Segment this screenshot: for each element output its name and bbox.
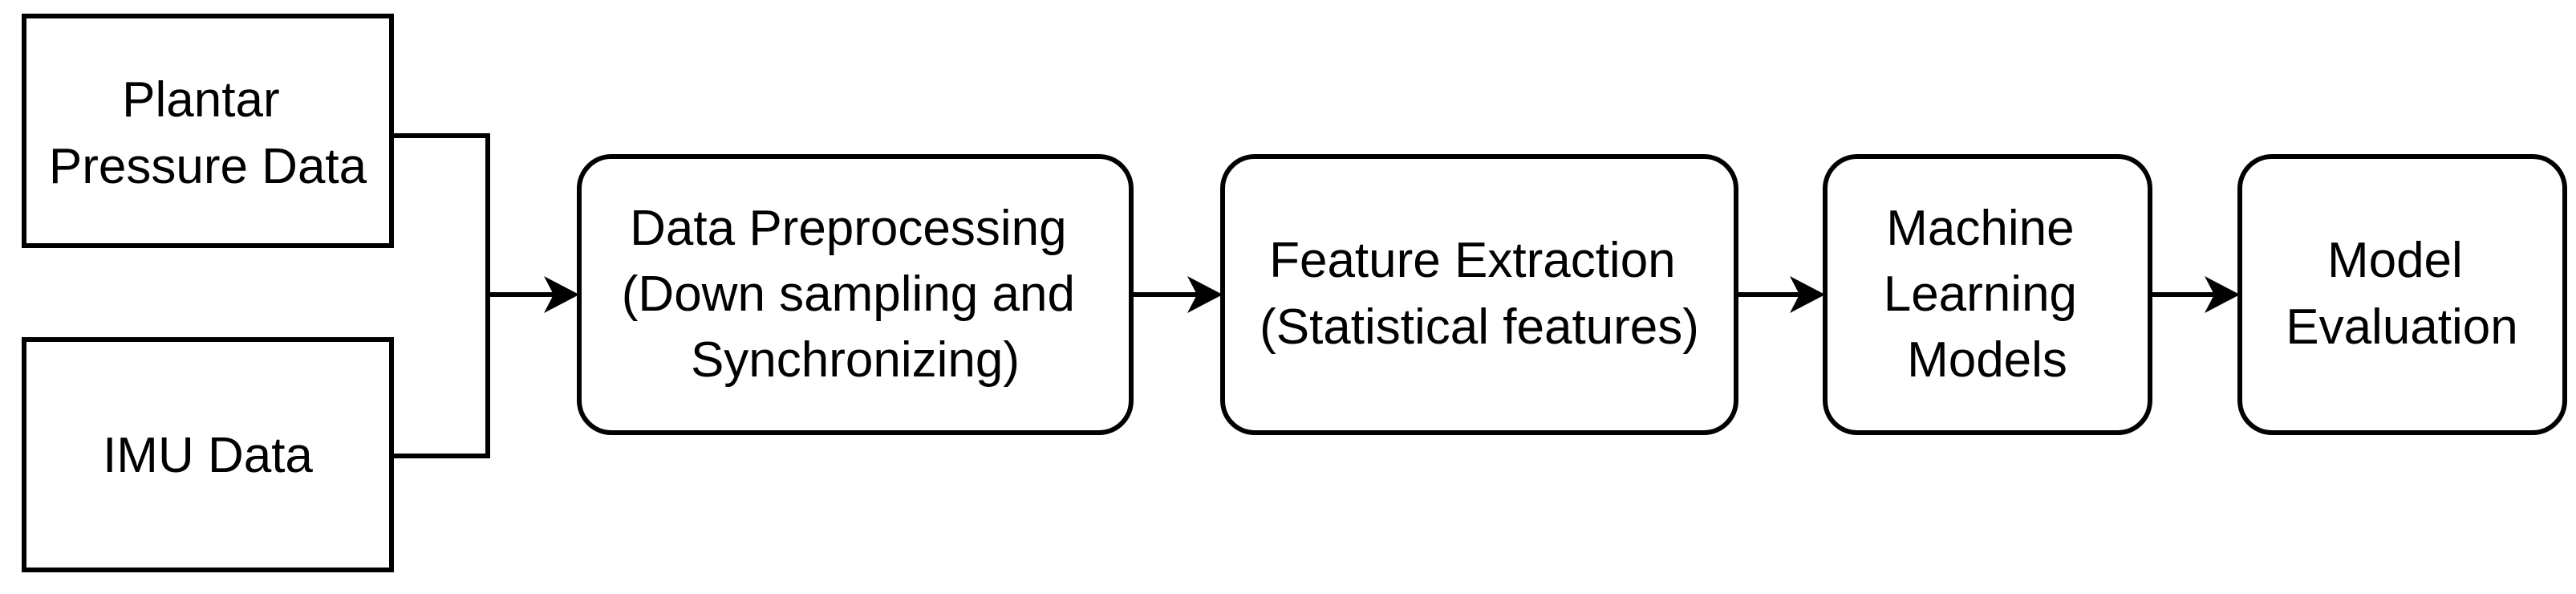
preprocessing-label-line-2: (Down sampling and bbox=[622, 266, 1075, 322]
connector-plantar bbox=[391, 133, 490, 295]
arrowhead-to-evaluation bbox=[2205, 276, 2240, 313]
plantar-pressure-label: Plantar Pressure Data bbox=[49, 72, 367, 194]
features-label-line-1: Feature Extraction bbox=[1269, 233, 1676, 288]
preprocessing-label-line-3: Synchronizing) bbox=[691, 332, 1020, 388]
preprocessing-label-line-1: Data Preprocessing bbox=[630, 201, 1067, 256]
data-preprocessing-box bbox=[577, 154, 1134, 435]
labels: Plantar Pressure Data IMU Data Data Prep… bbox=[49, 72, 2518, 483]
ml-label-line-1: Machine bbox=[1886, 201, 2074, 256]
imu-data-box bbox=[22, 337, 394, 572]
evaluation-label-line-1: Model bbox=[2327, 233, 2463, 288]
feature-extraction-label: Feature Extraction (Statistical features… bbox=[1260, 233, 1699, 355]
ml-label-line-2: Learning bbox=[1884, 266, 2077, 322]
connector-imu bbox=[391, 295, 490, 458]
evaluation-label-line-2: Evaluation bbox=[2286, 299, 2518, 355]
plantar-label-line-1: Plantar bbox=[122, 72, 279, 128]
connectors bbox=[391, 133, 2214, 458]
data-preprocessing-label: Data Preprocessing (Down sampling and Sy… bbox=[622, 201, 1089, 388]
imu-label-line-1: IMU Data bbox=[103, 428, 313, 483]
ml-label-line-3: Models bbox=[1907, 332, 2067, 388]
plantar-label-line-2: Pressure Data bbox=[49, 139, 367, 194]
plantar-pressure-box bbox=[22, 14, 394, 248]
features-label-line-2: (Statistical features) bbox=[1260, 299, 1699, 355]
model-evaluation-box bbox=[2237, 154, 2567, 435]
model-evaluation-label: Model Evaluation bbox=[2286, 233, 2518, 355]
arrowhead-to-ml bbox=[1790, 276, 1825, 313]
arrowhead-to-features bbox=[1187, 276, 1223, 313]
input-nodes bbox=[22, 14, 394, 572]
machine-learning-label: Machine Learning Models bbox=[1884, 201, 2091, 388]
arrowhead-to-preprocessing bbox=[544, 276, 579, 313]
feature-extraction-box bbox=[1220, 154, 1738, 435]
imu-data-label: IMU Data bbox=[103, 428, 313, 483]
machine-learning-box bbox=[1823, 154, 2152, 435]
arrowheads bbox=[544, 276, 2240, 313]
process-nodes bbox=[577, 154, 2567, 435]
